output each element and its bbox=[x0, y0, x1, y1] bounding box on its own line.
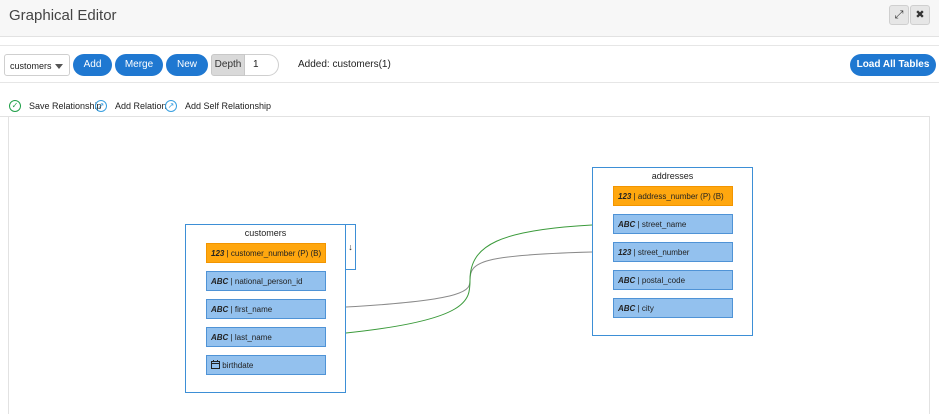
add-relation-button[interactable]: ↗ Add Relation bbox=[95, 99, 167, 114]
action-bar: ✓ Save Relationship ↗ Add Relation ↗ Add… bbox=[0, 96, 930, 117]
field-city[interactable]: ABC | city bbox=[613, 298, 733, 318]
calendar-icon bbox=[211, 360, 220, 369]
table-select-value: customers bbox=[10, 61, 52, 71]
depth-label: Depth bbox=[211, 54, 245, 76]
field-last-name[interactable]: ABC | last_name bbox=[206, 327, 326, 347]
add-self-relationship-button[interactable]: ↗ Add Self Relationship bbox=[165, 99, 271, 114]
diagram-canvas[interactable] bbox=[8, 117, 930, 414]
add-self-relationship-label: Add Self Relationship bbox=[185, 101, 272, 111]
field-birthdate[interactable]: birthdate bbox=[206, 355, 326, 375]
self-relation-icon: ↗ bbox=[165, 100, 177, 112]
close-icon[interactable]: ✖ bbox=[910, 5, 930, 25]
merge-button[interactable]: Merge bbox=[115, 54, 163, 76]
add-button[interactable]: Add bbox=[73, 54, 112, 76]
add-relation-label: Add Relation bbox=[115, 101, 167, 111]
depth-input[interactable]: 1 bbox=[245, 54, 279, 76]
field-postal-code[interactable]: ABC | postal_code bbox=[613, 270, 733, 290]
expand-relations-button[interactable]: ↓ bbox=[345, 224, 356, 270]
check-circle-icon: ✓ bbox=[9, 100, 21, 112]
table-customers[interactable]: customers 123 | customer_number (P) (B) … bbox=[185, 224, 346, 393]
chevron-down-icon bbox=[55, 64, 63, 69]
field-first-name[interactable]: ABC | first_name bbox=[206, 299, 326, 319]
window-title: Graphical Editor bbox=[9, 7, 117, 24]
field-street-name[interactable]: ABC | street_name bbox=[613, 214, 733, 234]
save-relationship-label: Save Relationship bbox=[29, 101, 102, 111]
table-addresses[interactable]: addresses 123 | address_number (P) (B) A… bbox=[592, 167, 753, 336]
field-street-number[interactable]: 123 | street_number bbox=[613, 242, 733, 262]
table-select[interactable]: customers bbox=[4, 54, 70, 76]
new-button[interactable]: New bbox=[166, 54, 208, 76]
title-bar: Graphical Editor ⤢ ✖ bbox=[0, 0, 939, 37]
field-national-person-id[interactable]: ABC | national_person_id bbox=[206, 271, 326, 291]
field-address-number[interactable]: 123 | address_number (P) (B) bbox=[613, 186, 733, 206]
load-all-tables-button[interactable]: Load All Tables bbox=[850, 54, 936, 76]
table-title: addresses bbox=[651, 171, 694, 181]
save-relationship-button[interactable]: ✓ Save Relationship bbox=[9, 99, 102, 114]
expand-icon[interactable]: ⤢ bbox=[889, 5, 909, 25]
relation-icon: ↗ bbox=[95, 100, 107, 112]
status-text: Added: customers(1) bbox=[298, 59, 391, 70]
field-customer-number[interactable]: 123 | customer_number (P) (B) bbox=[206, 243, 326, 263]
toolbar: customers Add Merge New Depth 1 Added: c… bbox=[0, 45, 939, 83]
table-title: customers bbox=[244, 228, 287, 238]
